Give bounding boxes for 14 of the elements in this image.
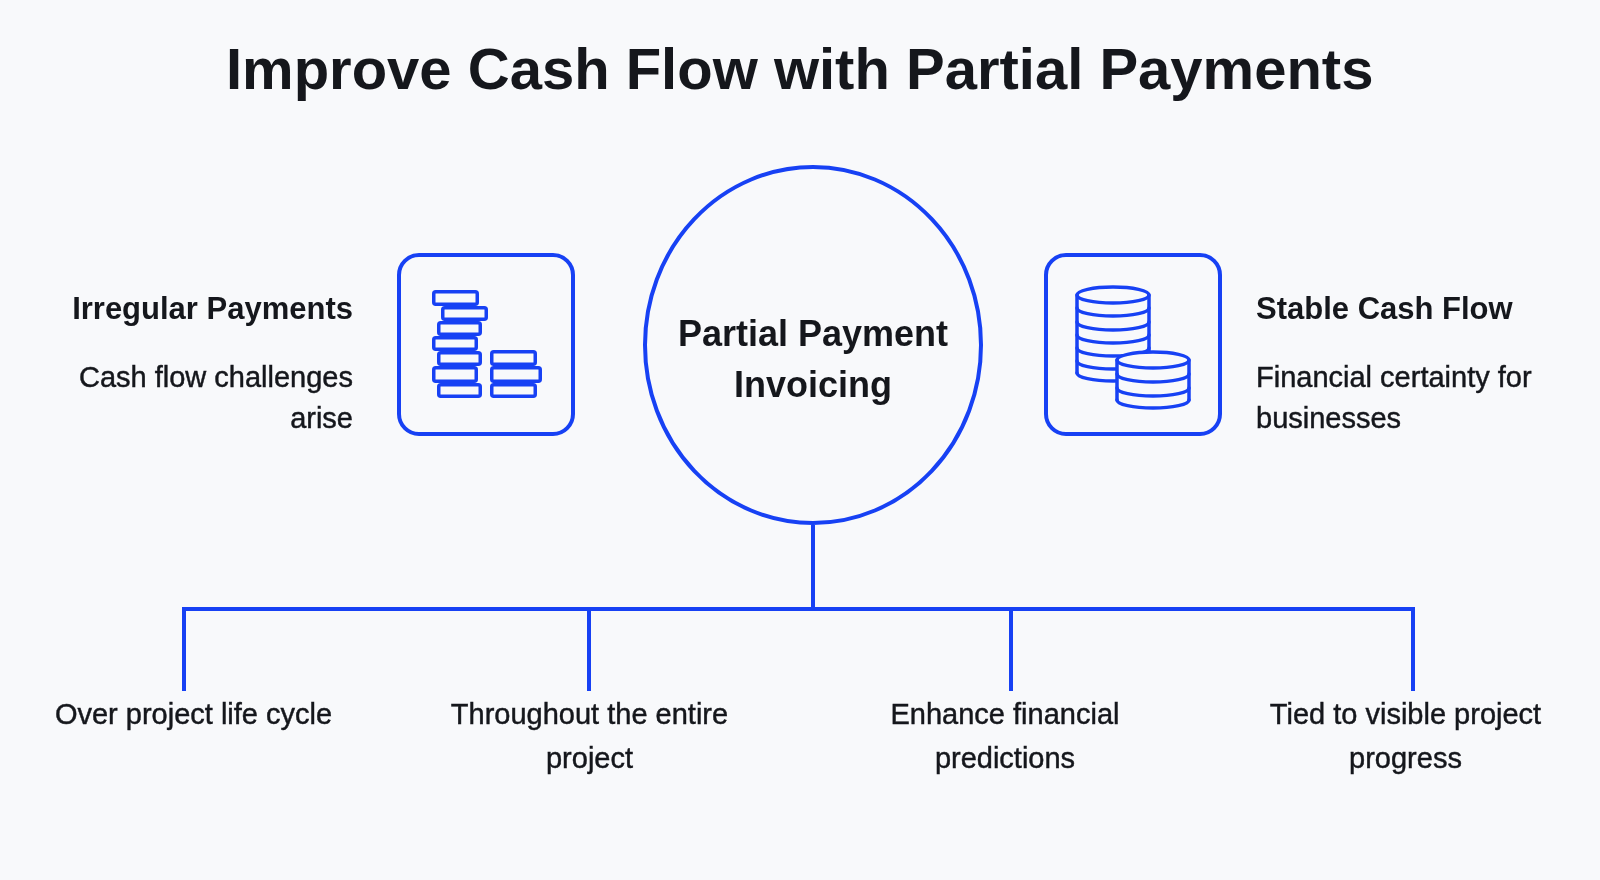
branch-label: Enhance financial predictions [890, 692, 1120, 780]
branch-label: Throughout the entire project [450, 692, 729, 780]
side-description: Financial certainty for businesses [1256, 360, 1533, 436]
icon-tile [397, 253, 575, 436]
side-description: Cash flow challenges arise [77, 360, 353, 436]
branch-label: Tied to visible project progress [1269, 692, 1542, 780]
branch-label: Over project life cycle [54, 692, 333, 736]
hub-label: Partial Payment Invoicing [677, 312, 949, 407]
connector-line [811, 525, 1415, 691]
diagram-title: Improve Cash Flow with Partial Payments [226, 35, 1374, 103]
side-heading: Irregular Payments [71, 291, 353, 327]
icon-tile [1044, 253, 1222, 436]
side-heading: Stable Cash Flow [1256, 291, 1514, 327]
hub-circle [643, 165, 983, 525]
